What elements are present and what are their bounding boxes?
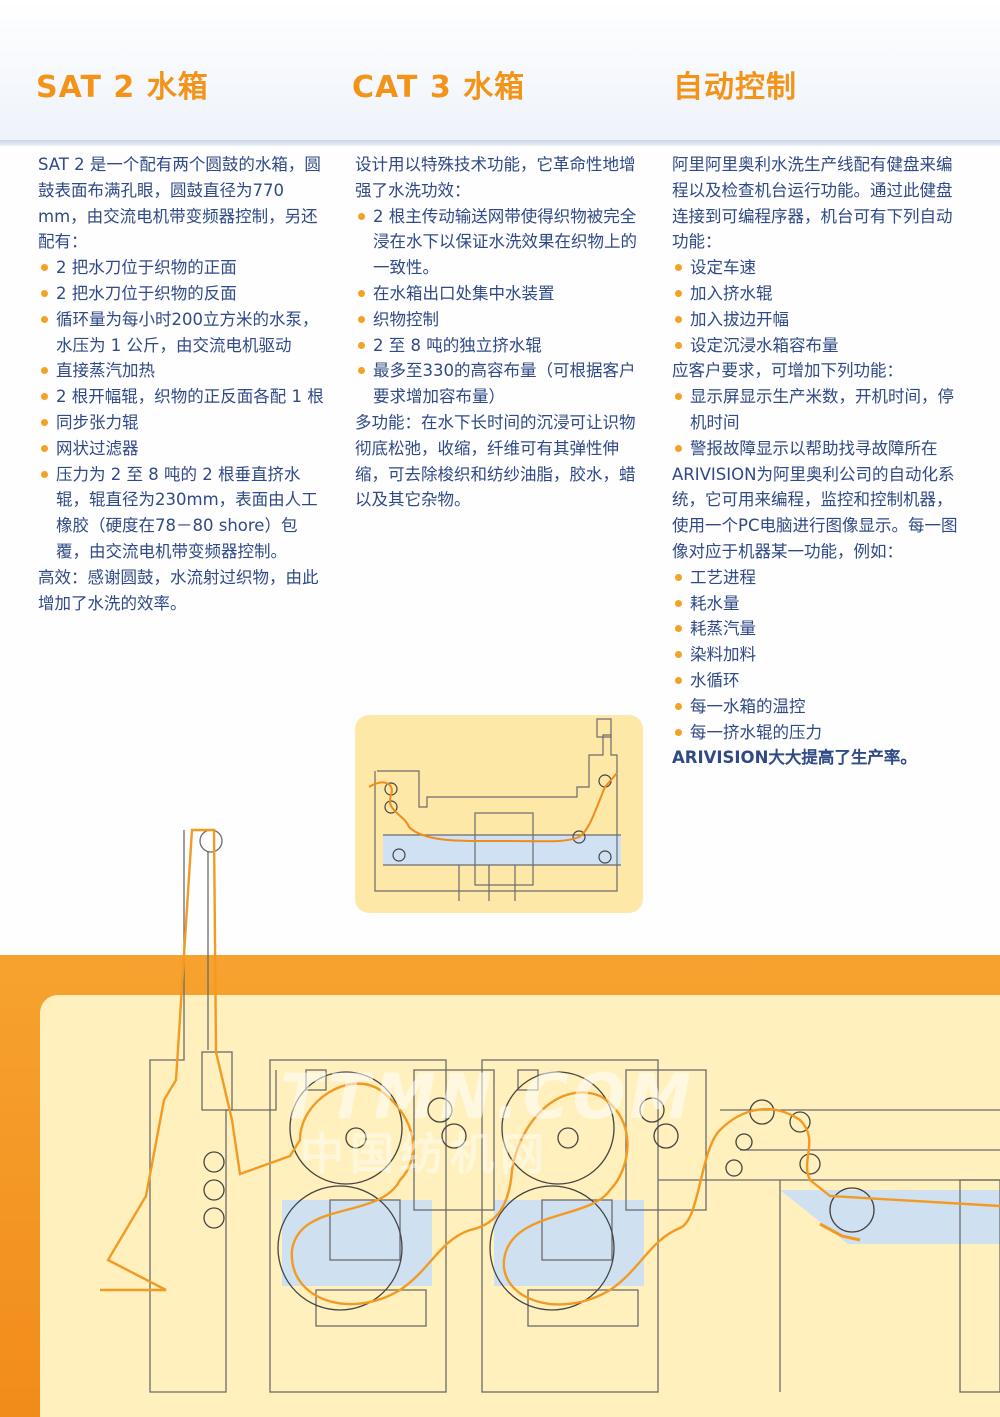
arivision-example-list: 工艺进程 耗水量 耗蒸汽量 染料加料 水循环 每一水箱的温控 每一挤水辊的压力 bbox=[672, 565, 962, 746]
list-item: 在水箱出口处集中水装置 bbox=[355, 281, 643, 307]
list-item: 显示屏显示生产米数，开机时间，停机时间 bbox=[672, 384, 962, 436]
tank-water bbox=[282, 1190, 1000, 1286]
list-item: 压力为 2 至 8 吨的 2 根垂直挤水辊，辊直径为230mm，表面由人工橡胶（… bbox=[38, 462, 326, 565]
fabric-path bbox=[368, 772, 618, 843]
list-item: 染料加料 bbox=[672, 642, 962, 668]
auto-function-list: 设定车速 加入挤水辊 加入拔边开幅 设定沉浸水箱容布量 bbox=[672, 255, 962, 358]
washing-line-diagram bbox=[100, 828, 1000, 1393]
list-item: 加入拔边开幅 bbox=[672, 307, 962, 333]
machine-frames bbox=[149, 829, 1000, 1393]
list-item: 直接蒸汽加热 bbox=[38, 358, 326, 384]
arivision-description: ARIVISION为阿里奥利公司的自动化系统，它可用来编程，监控和控制机器，使用… bbox=[672, 464, 958, 561]
heading-cat3: CAT 3 水箱 bbox=[352, 70, 526, 105]
cat3-intro: 设计用以特殊技术功能，它革命性地增强了水洗功效： bbox=[355, 155, 636, 200]
list-item: 设定沉浸水箱容布量 bbox=[672, 333, 962, 359]
sat2-feature-list: 2 把水刀位于织物的正面 2 把水刀位于织物的反面 循环量为每小时200立方米的… bbox=[38, 255, 326, 565]
auto-intro: 阿里阿里奥利水洗生产线配有健盘来编程以及检查机台运行功能。通过此健盘连接到可编程… bbox=[672, 155, 953, 252]
sat2-efficiency: 高效：感谢圆鼓，水流射过织物，由此增加了水洗的效率。 bbox=[38, 567, 319, 613]
list-item: 最多至330的高容布量（可根据客户要求增加容布量） bbox=[355, 358, 643, 410]
list-item: 2 根开幅辊，织物的正反面各配 1 根 bbox=[38, 384, 326, 410]
list-item: 工艺进程 bbox=[672, 565, 962, 591]
cat3-feature-list: 2 根主传动输送网带使得织物被完全浸在水下以保证水洗效果在织物上的一致性。 在水… bbox=[355, 204, 643, 410]
fabric-path bbox=[100, 828, 1000, 1306]
auto-optional-heading: 应客户要求，可增加下列功能： bbox=[672, 361, 903, 381]
header-band bbox=[0, 0, 1000, 140]
header-divider bbox=[0, 140, 1000, 146]
list-item: 水循环 bbox=[672, 668, 962, 694]
list-item: 织物控制 bbox=[355, 307, 643, 333]
watermark-text: TTMN.COM bbox=[280, 1060, 696, 1133]
cat3-multifunction: 多功能：在水下长时间的沉浸可让识物彻底松弛，收缩，纤维可有其弹性伸缩，可去除梭织… bbox=[355, 412, 636, 510]
column-sat2: SAT 2 是一个配有两个圆鼓的水箱，圆鼓表面布满孔眼，圆鼓直径为770 mm，… bbox=[38, 152, 326, 616]
list-item: 警报故障显示以帮助找寻故障所在 bbox=[672, 436, 962, 462]
list-item: 加入挤水辊 bbox=[672, 281, 962, 307]
list-item: 2 根主传动输送网带使得织物被完全浸在水下以保证水洗效果在织物上的一致性。 bbox=[355, 204, 643, 281]
column-cat3: 设计用以特殊技术功能，它革命性地增强了水洗功效： 2 根主传动输送网带使得织物被… bbox=[355, 152, 643, 513]
list-item: 循环量为每小时200立方米的水泵，水压为 1 公斤，由交流电机驱动 bbox=[38, 307, 326, 359]
list-item: 每一水箱的温控 bbox=[672, 694, 962, 720]
rollers-and-drums bbox=[203, 1071, 875, 1311]
heading-auto-control: 自动控制 bbox=[673, 70, 797, 105]
cat3-diagram-drawing bbox=[368, 718, 621, 901]
column-auto-control: 阿里阿里奥利水洗生产线配有健盘来编程以及检查机台运行功能。通过此健盘连接到可编程… bbox=[672, 152, 962, 771]
list-item: 同步张力辊 bbox=[38, 410, 326, 436]
list-item: 2 至 8 吨的独立挤水辊 bbox=[355, 333, 643, 359]
list-item: 设定车速 bbox=[672, 255, 962, 281]
list-item: 2 把水刀位于织物的反面 bbox=[38, 281, 326, 307]
list-item: 耗水量 bbox=[672, 591, 962, 617]
list-item: 耗蒸汽量 bbox=[672, 616, 962, 642]
auto-optional-list: 显示屏显示生产米数，开机时间，停机时间 警报故障显示以帮助找寻故障所在 bbox=[672, 384, 962, 461]
watermark-cn: 中国纺机网 bbox=[300, 1129, 550, 1180]
list-item: 网状过滤器 bbox=[38, 436, 326, 462]
water-tank-fill bbox=[383, 835, 621, 865]
list-item: 每一挤水辊的压力 bbox=[672, 720, 962, 746]
list-item: 2 把水刀位于织物的正面 bbox=[38, 255, 326, 281]
arivision-conclusion: ARIVISION大大提高了生产率。 bbox=[672, 748, 917, 768]
heading-sat2: SAT 2 水箱 bbox=[36, 70, 209, 105]
cat3-machine-diagram bbox=[355, 715, 643, 913]
sat2-intro: SAT 2 是一个配有两个圆鼓的水箱，圆鼓表面布满孔眼，圆鼓直径为770 mm，… bbox=[38, 155, 321, 252]
water-jet-marks bbox=[819, 1222, 861, 1242]
